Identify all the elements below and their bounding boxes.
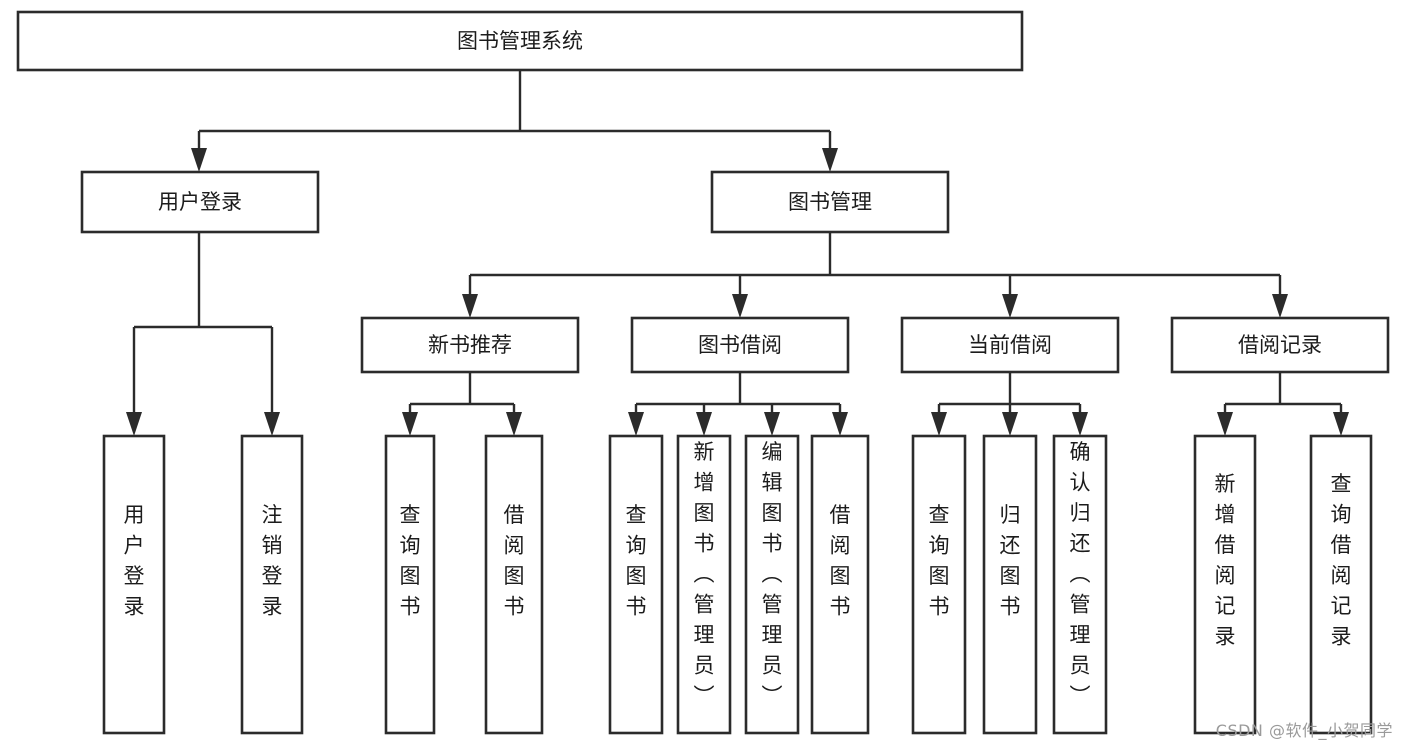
node-leaf-query-book-3-label: 查询图书	[929, 503, 950, 619]
node-book-management[interactable]: 图书管理	[710, 170, 950, 234]
node-leaf-edit-book-admin-label: 编辑图书︵管理员︶	[762, 440, 783, 708]
node-leaf-return-book-label: 归还图书	[1000, 503, 1021, 619]
node-current-borrow[interactable]: 当前借阅	[900, 316, 1120, 374]
arrow-head-icon	[822, 148, 838, 172]
node-leaf-logout-label: 注销登录	[262, 503, 283, 619]
node-book-management-box[interactable]	[710, 170, 950, 234]
node-leaf-borrow-book-1[interactable]: 借阅图书	[484, 434, 544, 735]
arrow-head-icon	[696, 412, 712, 436]
arrow-head-icon	[832, 412, 848, 436]
node-root-label: 图书管理系统	[457, 29, 583, 53]
node-leaf-query-book-1[interactable]: 查询图书	[384, 434, 436, 735]
arrow-head-icon	[764, 412, 780, 436]
node-leaf-query-borrow-record[interactable]: 查询借阅记录	[1309, 434, 1373, 735]
arrow-head-icon	[191, 148, 207, 172]
node-leaf-query-book-2-label: 查询图书	[626, 503, 647, 619]
node-leaf-add-book-admin[interactable]: 新增图书︵管理员︶	[676, 434, 732, 735]
node-leaf-borrow-book-1-box[interactable]	[484, 434, 544, 735]
node-leaf-query-book-2[interactable]: 查询图书	[608, 434, 664, 735]
arrow-head-icon	[506, 412, 522, 436]
node-layer: 图书管理系统 用户登录 图书管理 新书推荐 图书借阅 当前	[16, 10, 1390, 735]
node-leaf-borrow-book-2[interactable]: 借阅图书	[810, 434, 870, 735]
node-leaf-query-book-2-box[interactable]	[608, 434, 664, 735]
node-user-login-box[interactable]	[80, 170, 320, 234]
arrow-head-icon	[1002, 412, 1018, 436]
node-root-box[interactable]	[16, 10, 1024, 72]
node-new-book-recommend-label: 新书推荐	[428, 333, 512, 357]
node-leaf-query-book-3-box[interactable]	[911, 434, 967, 735]
node-borrow-records-label: 借阅记录	[1238, 333, 1322, 357]
csdn-watermark: CSDN @软件_小贺同学	[1215, 721, 1393, 740]
node-leaf-borrow-book-1-label: 借阅图书	[504, 503, 525, 619]
connector-layer	[126, 70, 1349, 436]
node-leaf-query-book-1-box[interactable]	[384, 434, 436, 735]
arrow-head-icon	[126, 412, 142, 436]
arrow-head-icon	[931, 412, 947, 436]
node-leaf-confirm-return-admin-box[interactable]	[1052, 434, 1108, 735]
node-leaf-logout-box[interactable]	[240, 434, 304, 735]
node-book-borrow-box[interactable]	[630, 316, 850, 374]
node-leaf-add-borrow-record-label: 新增借阅记录	[1215, 472, 1236, 649]
node-user-login-label: 用户登录	[158, 190, 242, 214]
node-leaf-query-borrow-record-box[interactable]	[1309, 434, 1373, 735]
arrow-head-icon	[732, 294, 748, 318]
node-leaf-add-borrow-record-box[interactable]	[1193, 434, 1257, 735]
arrow-head-icon	[264, 412, 280, 436]
node-book-borrow-label: 图书借阅	[698, 333, 782, 357]
arrow-head-icon	[1272, 294, 1288, 318]
node-leaf-edit-book-admin[interactable]: 编辑图书︵管理员︶	[744, 434, 800, 735]
arrow-head-icon	[462, 294, 478, 318]
arrow-head-icon	[628, 412, 644, 436]
node-user-login[interactable]: 用户登录	[80, 170, 320, 234]
node-borrow-records-box[interactable]	[1170, 316, 1390, 374]
node-leaf-borrow-book-2-label: 借阅图书	[830, 503, 851, 619]
arrow-head-icon	[1333, 412, 1349, 436]
node-new-book-recommend[interactable]: 新书推荐	[360, 316, 580, 374]
node-leaf-query-borrow-record-label: 查询借阅记录	[1331, 472, 1352, 649]
node-leaf-confirm-return-admin[interactable]: 确认归还︵管理员︶	[1052, 434, 1108, 735]
arrow-head-icon	[402, 412, 418, 436]
node-leaf-add-book-admin-label: 新增图书︵管理员︶	[694, 440, 715, 708]
node-book-management-label: 图书管理	[788, 190, 872, 214]
arrow-head-icon	[1217, 412, 1233, 436]
node-leaf-user-login[interactable]: 用户登录	[102, 434, 166, 735]
node-leaf-user-login-label: 用户登录	[124, 503, 145, 619]
node-leaf-add-book-admin-box[interactable]	[676, 434, 732, 735]
node-leaf-return-book[interactable]: 归还图书	[982, 434, 1038, 735]
node-leaf-logout[interactable]: 注销登录	[240, 434, 304, 735]
node-leaf-query-book-3[interactable]: 查询图书	[911, 434, 967, 735]
node-current-borrow-label: 当前借阅	[968, 333, 1052, 357]
node-current-borrow-box[interactable]	[900, 316, 1120, 374]
node-borrow-records[interactable]: 借阅记录	[1170, 316, 1390, 374]
arrow-head-icon	[1002, 294, 1018, 318]
node-root[interactable]: 图书管理系统	[16, 10, 1024, 72]
node-leaf-add-borrow-record[interactable]: 新增借阅记录	[1193, 434, 1257, 735]
node-leaf-confirm-return-admin-label: 确认归还︵管理员︶	[1070, 440, 1091, 708]
arrow-head-icon	[1072, 412, 1088, 436]
node-leaf-return-book-box[interactable]	[982, 434, 1038, 735]
node-new-book-recommend-box[interactable]	[360, 316, 580, 374]
node-leaf-user-login-box[interactable]	[102, 434, 166, 735]
node-leaf-query-book-1-label: 查询图书	[400, 503, 421, 619]
node-leaf-borrow-book-2-box[interactable]	[810, 434, 870, 735]
node-leaf-edit-book-admin-box[interactable]	[744, 434, 800, 735]
node-book-borrow[interactable]: 图书借阅	[630, 316, 850, 374]
